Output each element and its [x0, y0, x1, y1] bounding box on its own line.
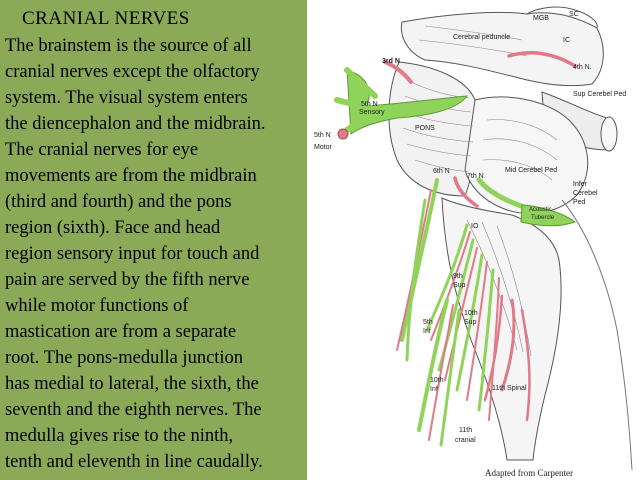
- acoustic-tubercle: [520, 204, 577, 227]
- body-line: while motor functions of: [5, 296, 189, 316]
- colliculi-outline: [526, 6, 598, 29]
- label-tenth-sup-2: Sup: [464, 319, 477, 326]
- label-sc: SC: [569, 11, 579, 18]
- fifth-sensory-branch-3: [344, 111, 374, 133]
- label-eleventh-spinal: 11th Spinal: [492, 385, 527, 392]
- label-fifth-motor-2: Motor: [314, 144, 333, 151]
- body-line: The brainstem is the source of all: [5, 36, 252, 56]
- mid-cerebel-ped: [464, 96, 589, 215]
- label-mgb: MGB: [533, 15, 549, 22]
- label-eleventh-cranial-1: 11th: [459, 427, 472, 434]
- body-line: (third and fourth) and the pons: [5, 192, 232, 212]
- body-line: region sensory input for touch and: [5, 244, 260, 264]
- label-tenth-inf-2: Inf: [430, 386, 438, 393]
- fifth-motor-nerve: [337, 128, 349, 140]
- panel-body: The brainstem is the source of all crani…: [5, 33, 307, 475]
- fifth-sensory-branch-2: [334, 97, 374, 111]
- label-acoustic-1: Acoustic: [529, 207, 552, 213]
- label-inf-cerebel-3: Ped: [573, 199, 586, 206]
- label-mid-cerebel-ped: Mid Cerebel Ped: [505, 167, 557, 174]
- label-ic: IC: [563, 37, 570, 44]
- body-line: the diencephalon and the midbrain.: [5, 114, 266, 134]
- label-inf-cerebel-1: Infer: [573, 181, 588, 188]
- brainstem-drawing: SC MGB IC Cerebral peduncle 3rd N 4th N.…: [314, 6, 633, 471]
- label-tenth-sup-1: 10th: [464, 310, 478, 317]
- body-line: seventh and the eighth nerves. The: [5, 400, 262, 420]
- third-nerve: [383, 60, 413, 84]
- fifth-sensory-nerve: [346, 69, 469, 135]
- label-eleventh-cranial-2: cranial: [455, 437, 476, 444]
- credit-text: Adapted from Carpenter: [485, 468, 573, 478]
- label-pons: PONS: [415, 125, 435, 132]
- label-ninth-2: Sup: [453, 282, 466, 289]
- body-line: pain are served by the fifth nerve: [5, 270, 250, 290]
- label-fourth-n: 4th N.: [573, 64, 592, 71]
- label-seventh-n: 7th N: [467, 173, 484, 180]
- label-third-n: 3rd N: [382, 58, 400, 65]
- label-sup-cerebel-ped: Sup Cerebel Ped: [573, 91, 626, 98]
- text-panel: CRANIAL NERVES The brainstem is the sour…: [0, 0, 307, 480]
- tenth-inf-branches: [417, 298, 461, 447]
- label-fifth-inf-2: Inf: [423, 328, 431, 335]
- brainstem-diagram: SC MGB IC Cerebral peduncle 3rd N 4th N.…: [307, 0, 640, 480]
- label-fifth-sensory: 5th N: [361, 101, 378, 108]
- sup-cerebel-ped-end: [600, 116, 618, 152]
- sixth-nerve: [453, 176, 479, 208]
- body-line: has medial to lateral, the sixth, the: [5, 374, 259, 394]
- body-line: root. The pons-medulla junction: [5, 348, 244, 368]
- body-line: region (sixth). Face and head: [5, 218, 221, 238]
- body-line: movements are from the midbrain: [5, 166, 257, 186]
- label-sixth-n: 6th N: [433, 168, 450, 175]
- label-fifth-inf-1: 5th: [423, 319, 433, 326]
- label-cerebral-peduncle: Cerebral peduncle: [453, 34, 510, 41]
- label-fifth-sensory-2: Sensory: [359, 109, 385, 116]
- medulla-outline: [441, 197, 562, 461]
- label-fifth-motor: 5th N: [314, 132, 331, 139]
- body-line: mastication are from a separate: [5, 322, 237, 342]
- eleventh-nerve: [483, 294, 531, 422]
- body-line: medulla gives rise to the ninth,: [5, 426, 234, 446]
- label-io: IO: [471, 223, 479, 230]
- body-line: The cranial nerves for eye: [5, 140, 199, 160]
- label-inf-cerebel-2: Cerebel: [573, 190, 598, 197]
- fifth-inf-branches: [396, 178, 439, 362]
- body-line: cranial nerves except the olfactory: [5, 62, 260, 82]
- label-acoustic-2: Tubercle: [531, 215, 555, 221]
- label-tenth-inf-1: 10th: [430, 377, 444, 384]
- spinal-outline: [561, 199, 633, 471]
- panel-title: CRANIAL NERVES: [22, 8, 190, 29]
- fifth-sensory-branch-1: [344, 67, 378, 99]
- body-line: system. The visual system enters: [5, 88, 248, 108]
- body-line: tenth and eleventh in line caudally.: [5, 452, 263, 472]
- fourth-nerve: [507, 51, 577, 68]
- ninth-tenth-fan: [425, 223, 500, 421]
- midbrain-outline: [400, 11, 604, 87]
- label-ninth-1: 9th: [453, 273, 463, 280]
